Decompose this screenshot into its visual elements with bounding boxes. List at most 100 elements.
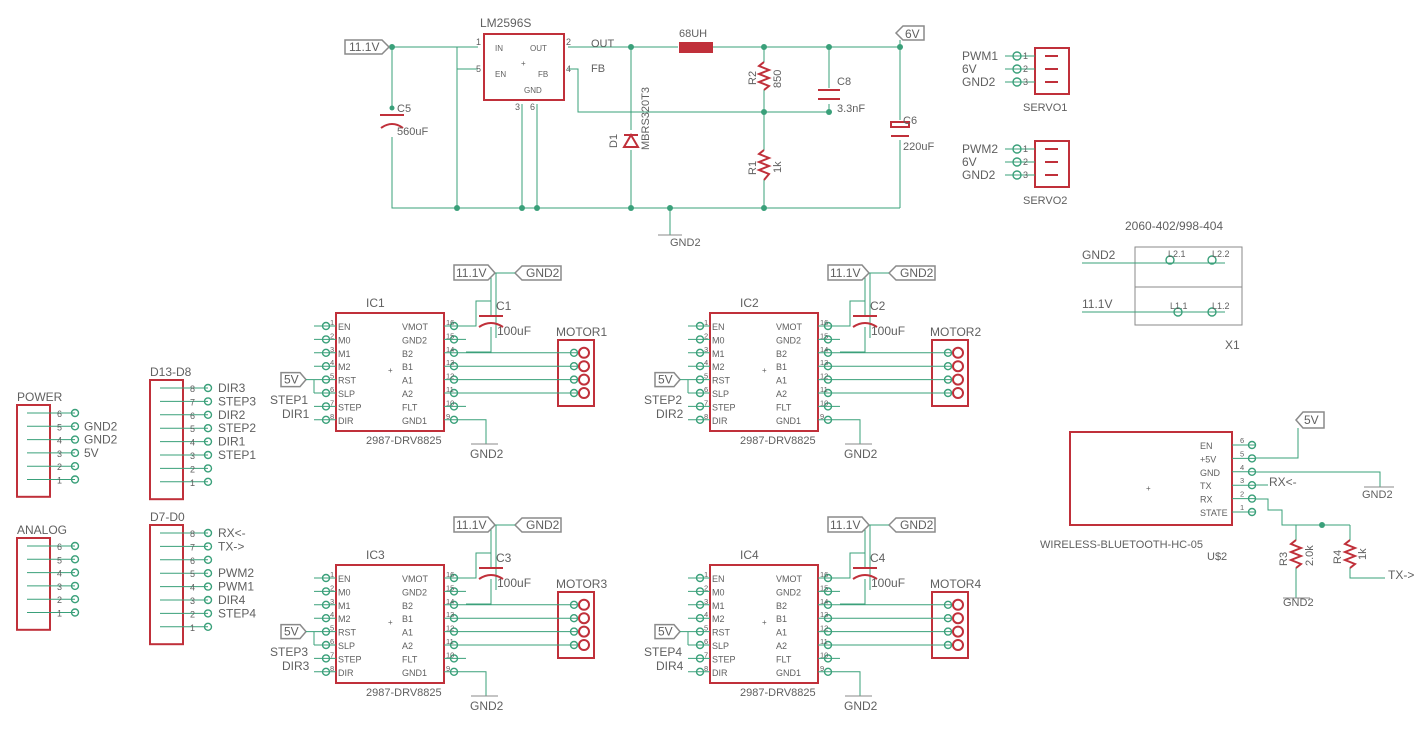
terminal-body <box>1134 246 1243 326</box>
servo-pin-number: 1 <box>1023 144 1028 154</box>
resistor-r1-symbol <box>756 149 772 181</box>
driver-right-pin-label: A2 <box>402 389 413 399</box>
net-flag-6v-power <box>894 25 925 41</box>
bluetooth-pin-pad <box>1247 507 1257 517</box>
inductor-68uh-symbol <box>679 42 713 53</box>
header-pin-number: 7 <box>190 542 195 552</box>
motor-pin-pad <box>569 348 579 357</box>
driver-gnd1-wire <box>466 671 487 696</box>
driver-left-pad <box>695 321 705 331</box>
driver-left-pin-label: STEP <box>712 654 736 664</box>
regulator-pinnum-en: 5 <box>476 64 481 74</box>
inductor-value: 68UH <box>679 28 707 40</box>
header-name: D13-D8 <box>150 365 192 379</box>
driver-5v-flag <box>654 371 681 388</box>
driver-body <box>709 564 819 684</box>
driver-left-pin-number: 3 <box>704 345 708 354</box>
driver-dir-label: DIR2 <box>656 407 684 421</box>
cap-c5-value: 560uF <box>397 126 428 138</box>
driver-rst-slp-tie <box>680 379 689 393</box>
header-pin-number: 5 <box>57 555 62 565</box>
diode-d1-value: MBRS320T3 <box>640 87 652 150</box>
driver-left-pin-label: M1 <box>712 349 725 359</box>
driver-right-pin-number: 15 <box>820 583 828 592</box>
cap-c8-value: 3.3nF <box>837 103 865 115</box>
driver-left-pin-number: 2 <box>704 331 708 340</box>
regulator-pinnum-fb: 4 <box>566 64 571 74</box>
driver-right-pin-label: FLT <box>402 654 418 664</box>
driver-left-pin-label: SLP <box>712 389 729 399</box>
driver-right-pin-number: 10 <box>820 398 828 407</box>
driver-right-pin-number: 10 <box>446 398 454 407</box>
motor-pin-ring <box>578 387 590 399</box>
header-pin-number: 5 <box>57 422 62 432</box>
driver-cap-value: 100uF <box>497 324 531 338</box>
driver-right-pin-label: B2 <box>402 349 413 359</box>
motor-pin-pad <box>569 362 579 371</box>
driver-left-pin-number: 5 <box>330 372 334 381</box>
driver-left-pad <box>695 388 705 398</box>
driver-ic-name: IC1 <box>366 296 385 310</box>
driver-gnd-flag <box>513 265 562 281</box>
driver-dir-label: DIR1 <box>282 407 310 421</box>
driver-left-pin-label: EN <box>712 574 725 584</box>
driver-origin-icon: + <box>762 618 767 627</box>
regulator-name: LM2596S <box>480 16 531 30</box>
driver-left-pin-label: M2 <box>338 362 351 372</box>
driver-body <box>335 564 445 684</box>
driver-left-pin-label: EN <box>338 322 351 332</box>
servo-pin-pad <box>1012 157 1022 167</box>
header-pin-pad <box>70 595 80 604</box>
driver-left-pin-number: 1 <box>330 570 334 579</box>
driver-right-pad <box>823 388 833 398</box>
driver-right-pin-label: FLT <box>402 402 418 412</box>
header-pin-pad <box>203 555 213 564</box>
bluetooth-pin-label: GND <box>1200 468 1221 478</box>
motor-pin-ring <box>952 346 964 359</box>
motor-pin-pad <box>569 614 579 623</box>
header-pin-pad <box>70 555 80 564</box>
driver-left-pad <box>321 640 331 650</box>
header-pin-number: 1 <box>57 609 62 619</box>
header-pin-pad <box>70 435 80 444</box>
driver-left-pin-label: M2 <box>712 362 725 372</box>
driver-left-pin-number: 7 <box>704 398 708 407</box>
header-pin-pad <box>203 542 213 551</box>
servo-name: SERVO2 <box>1023 195 1067 207</box>
motor-pin-ring <box>578 360 590 373</box>
header-pin-number: 7 <box>190 397 195 407</box>
driver-right-pin-number: 13 <box>446 610 454 619</box>
driver-right-pin-label: B1 <box>402 362 413 372</box>
driver-right-pad <box>823 375 833 384</box>
driver-vmot-wire <box>466 300 492 353</box>
driver-left-pad <box>695 640 705 650</box>
motor-connector-body <box>557 339 595 407</box>
terminal-x1: 2060-402/998-404 GND2 11.1V L2.1 L2.2 L1… <box>1082 219 1243 352</box>
driver-dir-label: DIR3 <box>282 659 310 673</box>
resistor-r2-symbol <box>756 61 772 91</box>
origin-cross-icon: + <box>521 59 526 68</box>
driver-left-pin-number: 6 <box>330 637 334 646</box>
header-name: D7-D0 <box>150 510 185 524</box>
driver-left-pin-number: 6 <box>704 385 708 394</box>
header-pin-number: 3 <box>190 451 195 461</box>
header-pin-pad <box>70 448 80 458</box>
header-pin-label: STEP4 <box>218 606 256 620</box>
driver-right-pin-number: 12 <box>820 372 828 381</box>
header-pin-label: PWM2 <box>218 566 254 580</box>
driver-left-pin-label: RST <box>338 376 357 386</box>
driver-right-pad <box>449 614 459 623</box>
bluetooth-origin-icon: + <box>1146 484 1151 493</box>
driver-left-pin-number: 1 <box>704 318 708 327</box>
header-pin-pad <box>203 528 213 538</box>
driver-5v-flag <box>280 371 307 388</box>
servo-connector-body <box>1034 140 1070 188</box>
header-pin-label: STEP3 <box>218 394 256 408</box>
regulator-pinnum-gnd1: 3 <box>515 102 520 112</box>
driver-right-pin-number: 14 <box>446 597 454 606</box>
resistor-r2-name: R2 <box>747 71 759 85</box>
driver-right-pin-number: 13 <box>820 610 828 619</box>
driver-right-pin-number: 14 <box>820 597 828 606</box>
